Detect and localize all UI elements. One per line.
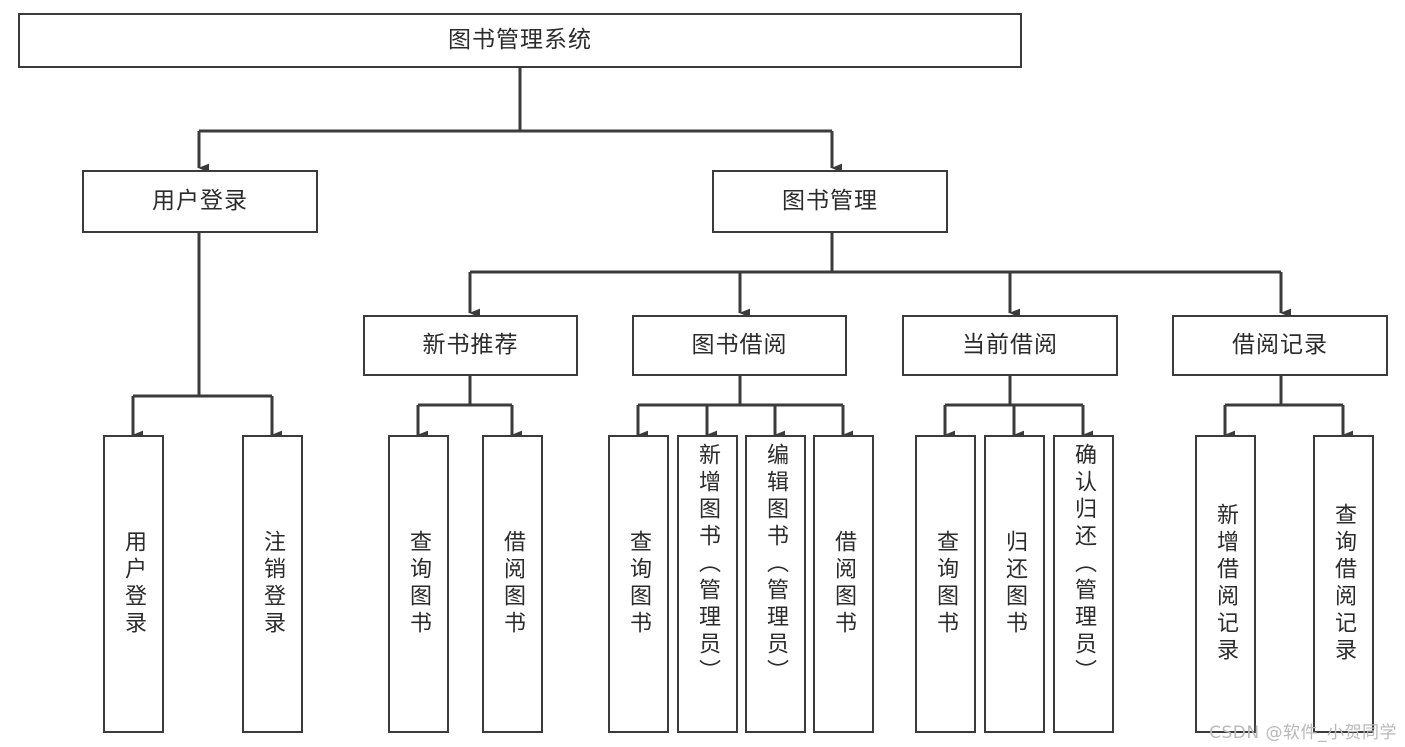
node-label: 归还图书 xyxy=(1002,530,1028,638)
node-label: 图书管理系统 xyxy=(448,26,592,53)
node-label: 用户登录 xyxy=(152,187,248,214)
node-label: 图书借阅 xyxy=(691,331,788,358)
node-leaf-add-book-admin[interactable]: 新增图书（管理员） xyxy=(677,435,738,733)
node-current-borrow[interactable]: 当前借阅 xyxy=(902,315,1118,376)
node-label: 查询图书 xyxy=(626,530,652,638)
node-label: 查询图书 xyxy=(933,530,959,638)
node-root-book-management-system[interactable]: 图书管理系统 xyxy=(18,13,1022,68)
node-label: 图书管理 xyxy=(782,187,878,214)
node-leaf-return-book[interactable]: 归还图书 xyxy=(984,435,1045,733)
node-leaf-confirm-return-admin[interactable]: 确认归还（管理员） xyxy=(1053,435,1114,733)
node-book-borrow[interactable]: 图书借阅 xyxy=(632,315,847,376)
node-leaf-edit-book-admin[interactable]: 编辑图书（管理员） xyxy=(745,435,806,733)
node-leaf-query-borrow-record[interactable]: 查询借阅记录 xyxy=(1313,435,1374,733)
node-label: 编辑图书（管理员） xyxy=(763,443,789,686)
node-user-login[interactable]: 用户登录 xyxy=(82,170,318,233)
node-new-book-recommend[interactable]: 新书推荐 xyxy=(363,315,578,376)
node-leaf-query-book-borrow[interactable]: 查询图书 xyxy=(608,435,669,733)
node-label: 新增图书（管理员） xyxy=(695,443,721,686)
node-label: 查询借阅记录 xyxy=(1331,503,1357,665)
node-book-management[interactable]: 图书管理 xyxy=(712,170,948,233)
node-label: 新书推荐 xyxy=(422,331,519,358)
node-label: 查询图书 xyxy=(406,530,432,638)
node-leaf-borrow-book-recommend[interactable]: 借阅图书 xyxy=(482,435,543,733)
node-label: 确认归还（管理员） xyxy=(1071,443,1097,686)
node-leaf-query-book-recommend[interactable]: 查询图书 xyxy=(388,435,449,733)
node-label: 借阅图书 xyxy=(500,530,526,638)
node-label: 当前借阅 xyxy=(962,331,1058,358)
node-leaf-user-login[interactable]: 用户登录 xyxy=(103,435,164,733)
node-leaf-borrow-book[interactable]: 借阅图书 xyxy=(813,435,874,733)
node-leaf-add-borrow-record[interactable]: 新增借阅记录 xyxy=(1195,435,1256,733)
node-label: 注销登录 xyxy=(260,530,286,638)
node-label: 借阅记录 xyxy=(1232,331,1328,358)
node-borrow-record[interactable]: 借阅记录 xyxy=(1172,315,1388,376)
node-label: 新增借阅记录 xyxy=(1213,503,1239,665)
node-label: 用户登录 xyxy=(121,530,147,638)
node-leaf-user-logout[interactable]: 注销登录 xyxy=(242,435,303,733)
node-label: 借阅图书 xyxy=(831,530,857,638)
node-leaf-query-book-current[interactable]: 查询图书 xyxy=(915,435,976,733)
